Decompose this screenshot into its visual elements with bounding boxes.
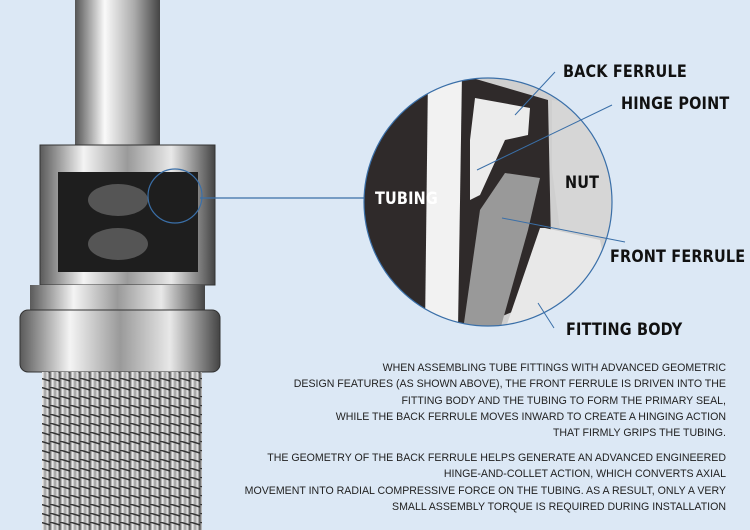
threaded-end — [42, 372, 202, 530]
text-line: MOVEMENT INTO RADIAL COMPRESSIVE FORCE O… — [244, 484, 726, 497]
label-fitting-body: FITTING BODY — [566, 320, 683, 340]
label-tubing: TUBING — [375, 189, 438, 209]
text-line: FITTING BODY AND THE TUBING TO FORM THE … — [401, 394, 726, 407]
leader-hinge-point — [476, 104, 613, 171]
leader-back-ferrule — [514, 71, 556, 116]
description-paragraph-1: WHEN ASSEMBLING TUBE FITTINGS WITH ADVAN… — [294, 360, 726, 441]
tube — [75, 0, 160, 150]
text-line: THE GEOMETRY OF THE BACK FERRULE HELPS G… — [267, 452, 726, 464]
body-hex — [19, 309, 221, 373]
label-front-ferrule: FRONT FERRULE — [610, 247, 746, 267]
leader-fitting-body — [537, 302, 555, 329]
description-paragraph-2: THE GEOMETRY OF THE BACK FERRULE HELPS G… — [245, 450, 726, 515]
text-line: WHEN ASSEMBLING TUBE FITTINGS WITH ADVAN… — [382, 362, 726, 374]
text-line: HINGE-AND-COLLET ACTION, WHICH CONVERTS … — [443, 468, 726, 481]
label-nut: NUT — [565, 173, 600, 193]
text-line: SMALL ASSEMBLY TORQUE IS REQUIRED DURING… — [392, 500, 726, 513]
label-hinge-point: HINGE POINT — [621, 94, 730, 114]
detail-callout-circle — [147, 168, 203, 224]
text-line: THAT FIRMLY GRIPS THE TUBING. — [552, 427, 726, 440]
label-back-ferrule: BACK FERRULE — [563, 62, 687, 82]
text-line: DESIGN FEATURES (AS SHOWN ABOVE), THE FR… — [293, 378, 726, 391]
text-line: WHILE THE BACK FERRULE MOVES INWARD TO C… — [335, 410, 726, 423]
leader-front-ferrule — [501, 217, 626, 243]
